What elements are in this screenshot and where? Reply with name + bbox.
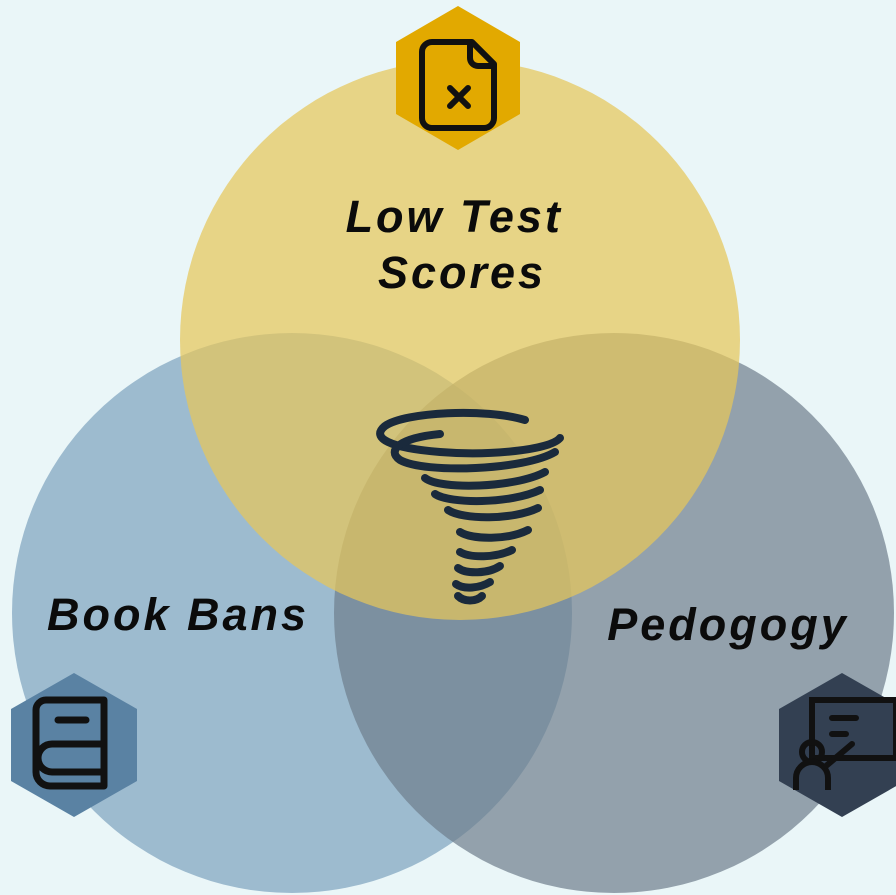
label-low-test-scores: Low Test Scores [346,191,579,298]
book-icon [11,673,137,817]
circle-low-test-scores [180,60,740,620]
file-x-icon [396,6,520,150]
teacher-presentation-icon [779,673,896,817]
label-book-bans: Book Bans [47,589,309,640]
label-pedogogy: Pedogogy [607,599,849,650]
tornado-icon [376,408,564,605]
